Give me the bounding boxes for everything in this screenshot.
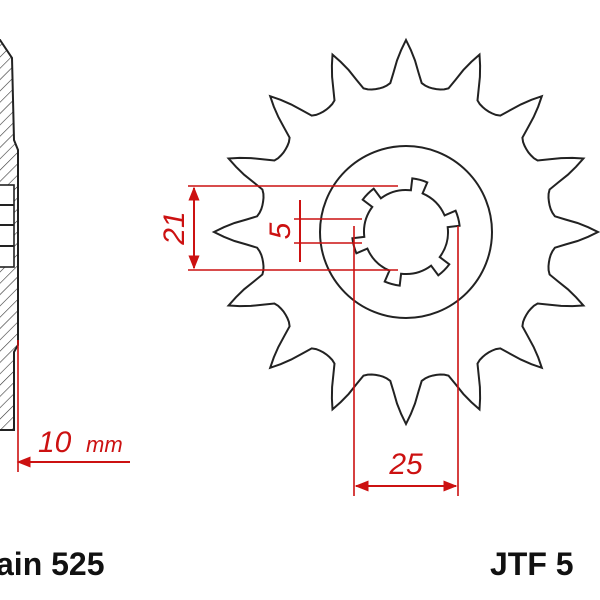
spline-depth-dimension: 5 <box>264 200 362 262</box>
width-dimension-unit: mm <box>86 432 123 457</box>
inner-diameter-value: 21 <box>158 211 191 245</box>
sprocket-teeth-outline <box>211 37 600 427</box>
outer-diameter-value: 25 <box>388 448 423 481</box>
sprocket-front-view <box>211 37 600 427</box>
outer-diameter-dimension: 25 <box>353 226 459 496</box>
hub-circle <box>319 145 493 319</box>
part-number-caption: JTF 5 <box>490 546 574 582</box>
chain-size-caption: ain 525 <box>0 546 105 582</box>
sprocket-side-profile <box>0 39 19 431</box>
inner-diameter-dimension: 21 <box>158 185 398 271</box>
width-dimension: 10 mm <box>16 340 130 472</box>
spline-bore <box>351 177 461 287</box>
spline-depth-value: 5 <box>264 222 297 239</box>
width-dimension-value: 10 <box>38 426 72 459</box>
